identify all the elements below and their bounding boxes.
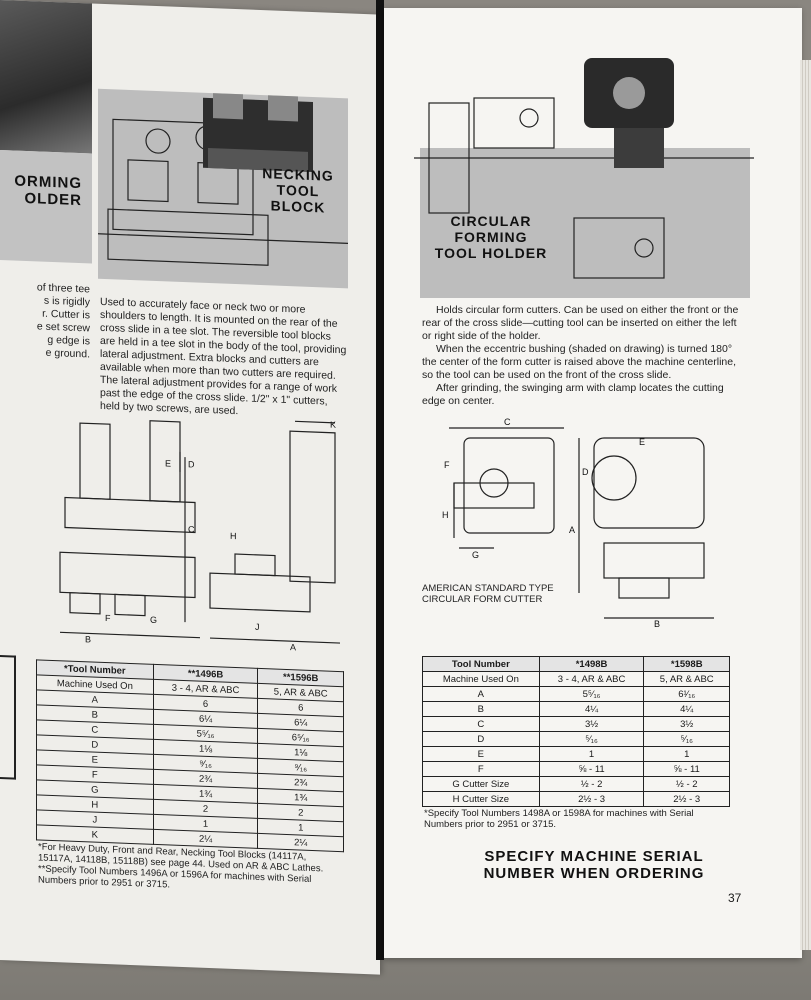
cell: 5, AR & ABC	[643, 671, 730, 687]
cell: D	[422, 731, 540, 747]
circular-drawing	[414, 58, 754, 279]
cell: 2½ - 3	[643, 791, 730, 807]
notice-line-1: SPECIFY MACHINE SERIAL	[484, 848, 704, 865]
cell: F	[422, 761, 540, 777]
description-paragraph: After grinding, the swinging arm with cl…	[422, 382, 724, 407]
circular-title-3: TOOL HOLDER	[434, 245, 548, 262]
header-1498b: *1498B	[538, 656, 645, 672]
circular-spec-table: Tool Number *1498B *1598B Machine Used O…	[422, 656, 730, 807]
edge-heading-line-2: OLDER	[24, 190, 83, 210]
dim-label-c: C	[504, 417, 511, 427]
dim-label-g: G	[472, 550, 479, 560]
dim-label-h: H	[442, 510, 449, 520]
cell: 2½ - 3	[538, 791, 645, 807]
book-spine	[376, 0, 384, 960]
dim-label-b: B	[654, 619, 660, 628]
cell: 1	[643, 746, 730, 762]
caption-line-1: AMERICAN STANDARD TYPE	[422, 583, 554, 594]
necking-header-banner: NECKING TOOL BLOCK	[98, 88, 348, 289]
cell: 5⁵⁄₁₆	[538, 686, 645, 702]
necking-drawing	[98, 88, 348, 266]
cell: B	[422, 701, 540, 717]
cell: ½ - 2	[538, 776, 645, 792]
circular-title-1: CIRCULAR	[450, 213, 532, 229]
cell: ⅝ - 11	[538, 761, 645, 777]
circular-header-banner	[420, 148, 750, 298]
cell: 1	[538, 746, 645, 762]
left-edge-text: of three tee s is rigidly r. Cutter is e…	[4, 280, 90, 361]
cell: E	[422, 746, 540, 762]
cell: Machine Used On	[422, 671, 540, 687]
cell: A	[422, 686, 540, 702]
page-stack-edge	[800, 60, 811, 950]
cell: ½ - 2	[643, 776, 730, 792]
diagram-caption: AMERICAN STANDARD TYPE CIRCULAR FORM CUT…	[422, 583, 572, 605]
necking-spec-table: *Tool Number **1496B **1596B Machine Use…	[36, 659, 344, 852]
cell: ⁵⁄₁₆	[643, 731, 730, 747]
dim-label-c: C	[188, 524, 195, 534]
right-page: CIRCULAR FORMING TOOL HOLDER Holds circu…	[384, 8, 802, 958]
dim-label-d: D	[188, 459, 195, 469]
dim-label-d: D	[582, 467, 589, 477]
description-paragraph: Holds circular form cutters. Can be used…	[422, 304, 739, 342]
cell: ⁵⁄₁₆	[538, 731, 645, 747]
dim-label-f: F	[105, 613, 111, 623]
cell: 6¹⁄₁₆	[643, 686, 730, 702]
cell: ⅝ - 11	[643, 761, 730, 777]
notice-line-2: NUMBER WHEN ORDERING	[483, 865, 705, 883]
cell: G Cutter Size	[422, 776, 540, 792]
cell: H Cutter Size	[422, 791, 540, 807]
serial-number-notice: SPECIFY MACHINE SERIAL NUMBER WHEN ORDER…	[444, 848, 744, 883]
dim-label-e: E	[165, 458, 171, 468]
cell: C	[422, 716, 540, 732]
header-1598b: *1598B	[643, 656, 730, 672]
necking-dimension-diagram: B F G C D E H J A K	[59, 420, 340, 652]
dim-label-a: A	[290, 642, 296, 652]
circular-dimension-diagram: C F H G E D A B	[442, 417, 714, 628]
cell: 3½	[538, 716, 645, 732]
cell: 3½	[643, 716, 730, 732]
table-header-row: Tool Number *1498B *1598B	[422, 656, 730, 672]
dim-label-h: H	[230, 531, 236, 541]
cell: 2¼	[257, 833, 344, 852]
necking-description: Used to accurately face or neck two or m…	[100, 295, 347, 418]
circular-title-2: FORMING	[454, 229, 528, 246]
cell: 4¼	[643, 701, 730, 717]
left-edge-box	[0, 655, 16, 780]
table-row: Machine Used On 3 - 4, AR & ABC 5, AR & …	[422, 671, 730, 687]
dim-label-k: K	[330, 420, 336, 430]
tool-block-photo	[203, 88, 313, 173]
left-edge-banner: ORMING OLDER	[0, 150, 92, 264]
description-paragraph: When the eccentric bushing (shaded on dr…	[422, 343, 737, 381]
dim-label-a: A	[569, 525, 575, 535]
dim-label-b: B	[85, 634, 91, 644]
header-tool-number: Tool Number	[422, 656, 540, 672]
circular-description: Holds circular form cutters. Can be used…	[422, 304, 742, 408]
edge-text-line: e ground.	[45, 346, 90, 361]
cell: 4¼	[538, 701, 645, 717]
caption-line-2: CIRCULAR FORM CUTTER	[422, 594, 543, 605]
page-number: 37	[728, 891, 742, 905]
tool-holder-photo	[584, 58, 674, 168]
circular-footnote: *Specify Tool Numbers 1498A or 1598A for…	[424, 808, 694, 830]
left-edge-photo	[0, 0, 92, 154]
dim-label-e: E	[639, 437, 645, 447]
dim-label-f: F	[444, 460, 450, 470]
left-page: ORMING OLDER of three tee s is rigidly r…	[0, 0, 380, 975]
cell: 3 - 4, AR & ABC	[538, 671, 645, 687]
dim-label-j: J	[255, 622, 259, 632]
dim-label-g: G	[150, 615, 157, 625]
